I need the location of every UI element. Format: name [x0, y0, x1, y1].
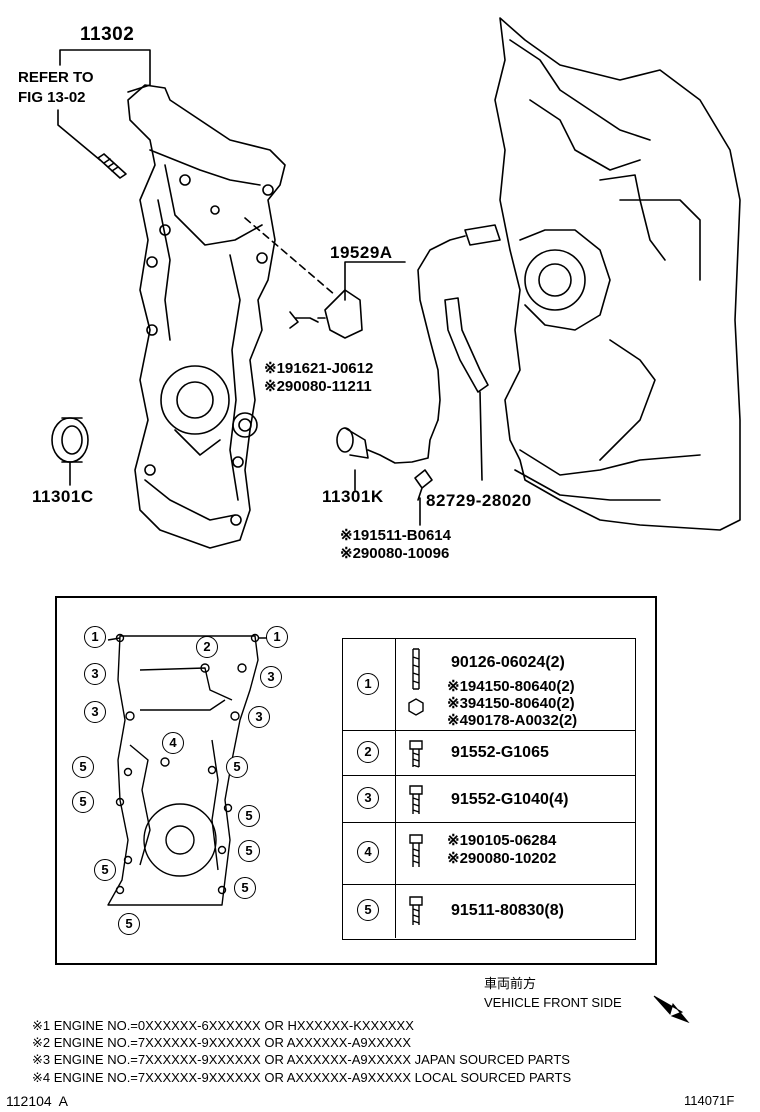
engine-note-1: ※1 ENGINE NO.=0XXXXXX-6XXXXXX OR HXXXXXX… [32, 1018, 414, 1033]
inset-callout: 2 [196, 636, 218, 658]
stud-nut-icon [408, 648, 424, 716]
small-bolt [414, 469, 433, 501]
inset-callout: 5 [226, 756, 248, 778]
bracket-19529a [324, 289, 363, 339]
inset-callout: 5 [118, 913, 140, 935]
table-row: 5 91511-80830(8) [343, 885, 635, 938]
bolt-reference-table: 1 90126-06024(2) ※194150-80640(2) ※39415… [342, 638, 636, 940]
engine-block [494, 17, 741, 531]
part-number-19529a: 19529A [330, 243, 393, 262]
part-number-11302: 11302 [80, 24, 135, 45]
part-number: 91552-G1065 [451, 744, 549, 761]
inset-callout: 1 [84, 626, 106, 648]
part-number-90080-b: ※290080-10096 [340, 545, 450, 562]
refer-to-label: REFER TO [18, 69, 94, 86]
row-number: 5 [357, 899, 379, 921]
table-row: 4 ※190105-06284 ※290080-10202 [343, 823, 635, 885]
bolt-icon [409, 785, 423, 814]
part-number-90080-a: ※290080-11211 [264, 378, 372, 395]
inset-cover [107, 635, 259, 906]
row-number: 1 [357, 673, 379, 695]
part-number: ※490178-A0032(2) [447, 712, 578, 729]
bolt-icon [409, 896, 423, 925]
water-pump-pulley [524, 249, 586, 311]
inset-callout: 5 [238, 840, 260, 862]
inset-callout: 5 [94, 859, 116, 881]
inset-callout: 3 [84, 701, 106, 723]
direction-label: VEHICLE FRONT SIDE [484, 995, 622, 1010]
part-number-11301c: 11301C [32, 487, 94, 506]
part-number: 90126-06024(2) [451, 654, 565, 671]
part-number-91511: ※191511-B0614 [340, 527, 451, 544]
inset-callout: 3 [84, 663, 106, 685]
part-number-91621: ※191621-J0612 [264, 360, 374, 377]
inset-callout: 1 [266, 626, 288, 648]
row-number: 4 [357, 841, 379, 863]
bolt-icon [409, 834, 423, 867]
timing-cover [127, 84, 286, 549]
figure-reference-link[interactable]: FIG 13-02 [18, 89, 86, 106]
part-number: 91511-80830(8) [451, 902, 564, 919]
inset-callout: 3 [248, 706, 270, 728]
stud-icon [97, 153, 127, 179]
inset-callout: 5 [234, 877, 256, 899]
part-number: ※290080-10202 [447, 850, 557, 867]
part-number: ※190105-06284 [447, 832, 557, 849]
part-number: ※194150-80640(2) [447, 678, 575, 695]
inset-frame [55, 596, 657, 965]
sensor-bracket [444, 297, 489, 393]
inset-callout: 4 [162, 732, 184, 754]
bolt-icon [409, 740, 423, 768]
leader-refer [57, 109, 101, 161]
table-row: 1 90126-06024(2) ※194150-80640(2) ※39415… [343, 639, 635, 731]
direction-label-jp: 車両前方 [484, 976, 537, 991]
engine-note-2: ※2 ENGINE NO.=7XXXXXX-9XXXXXX OR AXXXXXX… [32, 1035, 412, 1050]
engine-note-4: ※4 ENGINE NO.=7XXXXXX-9XXXXXX OR AXXXXXX… [32, 1070, 572, 1085]
part-number-82729: 82729-28020 [426, 491, 532, 510]
illustration-code: 114071F [684, 1093, 735, 1108]
part-number: 91552-G1040(4) [451, 791, 569, 808]
diagram-id: 112104 A [6, 1093, 69, 1109]
table-row: 2 91552-G1065 [343, 731, 635, 776]
row-number: 2 [357, 741, 379, 763]
front-arrow-icon [653, 995, 690, 1024]
inset-callout: 5 [238, 805, 260, 827]
inset-callout: 3 [260, 666, 282, 688]
inset-callout: 5 [72, 791, 94, 813]
table-row: 3 91552-G1040(4) [343, 776, 635, 823]
inset-callout: 5 [72, 756, 94, 778]
part-number: ※394150-80640(2) [447, 695, 575, 712]
part-number-11301k: 11301K [322, 487, 384, 506]
row-number: 3 [357, 787, 379, 809]
engine-note-3: ※3 ENGINE NO.=7XXXXXX-9XXXXXX OR AXXXXXX… [32, 1052, 570, 1067]
